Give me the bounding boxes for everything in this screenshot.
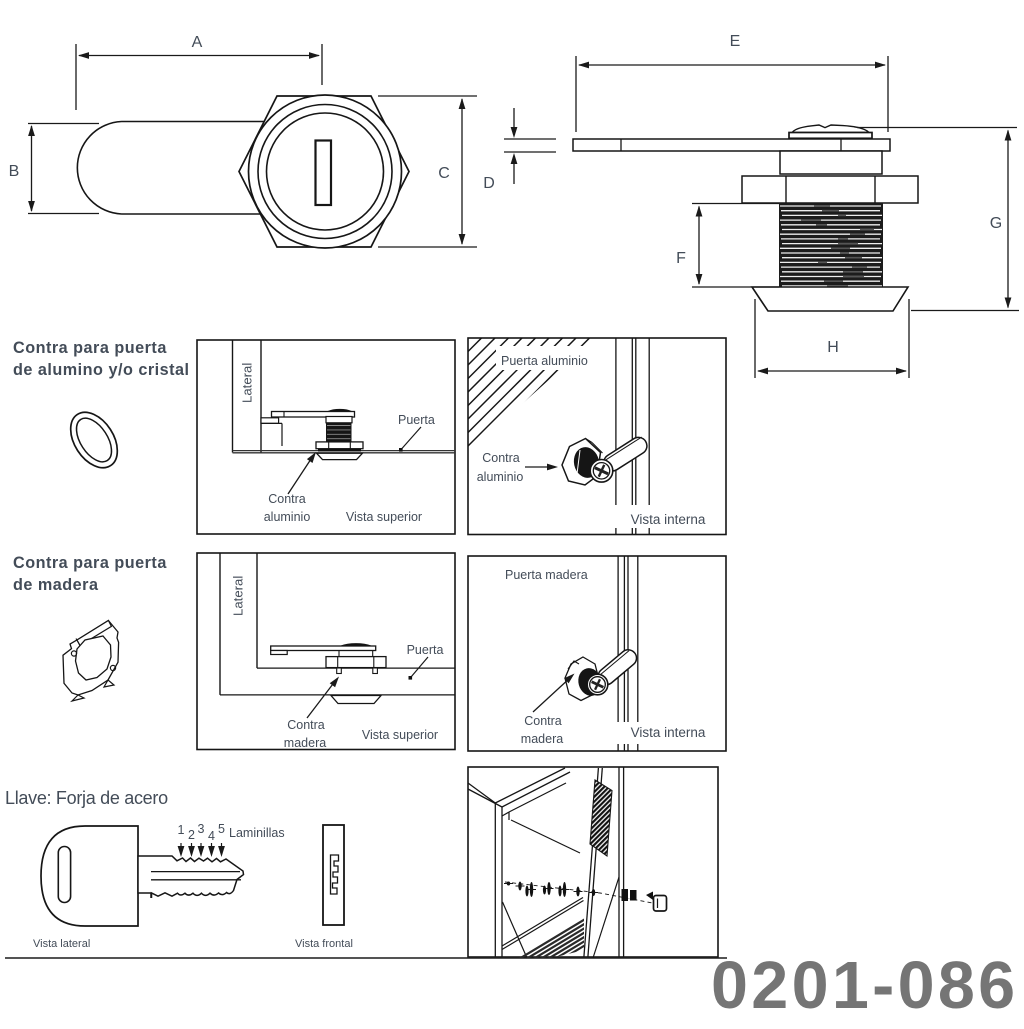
svg-text:A: A bbox=[192, 34, 203, 51]
svg-text:Contra: Contra bbox=[268, 492, 306, 506]
svg-text:0201-086: 0201-086 bbox=[711, 949, 1018, 1023]
svg-text:de madera: de madera bbox=[13, 576, 99, 594]
svg-text:Vista interna: Vista interna bbox=[631, 725, 706, 740]
svg-text:2: 2 bbox=[188, 828, 195, 842]
svg-text:E: E bbox=[730, 33, 741, 50]
svg-text:4: 4 bbox=[208, 829, 215, 843]
svg-text:Llave: Forja de acero: Llave: Forja de acero bbox=[5, 788, 168, 808]
svg-text:D: D bbox=[483, 175, 495, 192]
svg-text:C: C bbox=[438, 165, 450, 182]
svg-text:Contra: Contra bbox=[287, 718, 325, 732]
svg-text:B: B bbox=[9, 163, 20, 180]
svg-text:Vista superior: Vista superior bbox=[346, 510, 422, 524]
svg-text:Puerta: Puerta bbox=[398, 413, 435, 427]
svg-text:Contra para puerta: Contra para puerta bbox=[13, 339, 167, 357]
svg-text:H: H bbox=[827, 339, 839, 356]
svg-text:Laminillas: Laminillas bbox=[229, 826, 285, 840]
svg-text:Contra: Contra bbox=[482, 451, 520, 465]
svg-text:5: 5 bbox=[218, 822, 225, 836]
svg-text:Vista lateral: Vista lateral bbox=[33, 938, 90, 950]
svg-text:Puerta aluminio: Puerta aluminio bbox=[501, 354, 588, 368]
svg-text:Puerta: Puerta bbox=[407, 643, 444, 657]
svg-text:Contra para puerta: Contra para puerta bbox=[13, 554, 167, 572]
svg-text:Puerta madera: Puerta madera bbox=[505, 568, 588, 582]
svg-text:aluminio: aluminio bbox=[264, 510, 311, 524]
svg-text:Lateral: Lateral bbox=[240, 363, 255, 403]
svg-text:Vista superior: Vista superior bbox=[362, 728, 438, 742]
svg-text:1: 1 bbox=[178, 823, 185, 837]
svg-text:3: 3 bbox=[198, 822, 205, 836]
svg-text:Vista interna: Vista interna bbox=[631, 512, 706, 527]
svg-text:madera: madera bbox=[284, 736, 326, 750]
svg-text:aluminio: aluminio bbox=[477, 470, 524, 484]
svg-text:G: G bbox=[990, 215, 1002, 232]
svg-text:de alumino y/o cristal: de alumino y/o cristal bbox=[13, 361, 190, 379]
svg-text:Lateral: Lateral bbox=[231, 576, 246, 616]
svg-text:madera: madera bbox=[521, 732, 563, 746]
svg-text:Vista frontal: Vista frontal bbox=[295, 938, 353, 950]
svg-text:F: F bbox=[676, 250, 686, 267]
svg-text:Contra: Contra bbox=[524, 714, 562, 728]
